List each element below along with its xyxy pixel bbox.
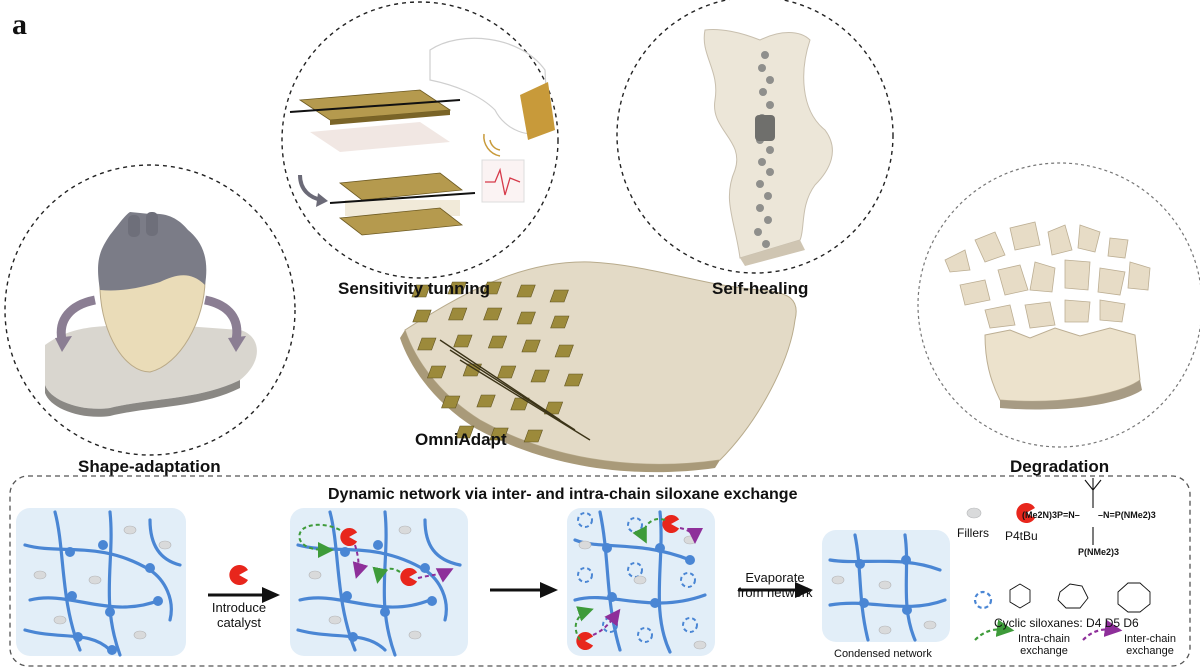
label-self-healing: Self-healing xyxy=(712,279,809,298)
legend-intra-chain: Intra-chain exchange xyxy=(1018,633,1070,657)
label-degradation: Degradation xyxy=(1010,457,1110,476)
network-condensed xyxy=(822,530,950,642)
omniadapt-device-illustration xyxy=(400,261,797,473)
mechanism-title: Dynamic network via inter- and intra-cha… xyxy=(328,486,798,503)
self-healing-illustration xyxy=(616,0,894,274)
formula-bottom: P(NMe2)3 xyxy=(1078,547,1120,557)
formula-right: –N=P(NMe2)3 xyxy=(1098,510,1156,520)
legend-catalyst-name: P4tBu xyxy=(1005,529,1038,543)
panel-letter: a xyxy=(12,8,27,41)
degradation-illustration xyxy=(917,162,1200,448)
formula-left: (Me2N)3P=N– xyxy=(1022,510,1080,520)
electrode-array xyxy=(411,281,584,443)
network-exchange xyxy=(567,508,715,656)
shape-adaptation-illustration xyxy=(4,164,296,456)
label-shape-adaptation: Shape-adaptation xyxy=(78,457,221,476)
legend-fillers: Fillers xyxy=(957,526,989,540)
network-initial xyxy=(16,508,186,657)
filler-legend-icon xyxy=(966,507,982,519)
label-sensitivity-tuning: Sensitivity tunning xyxy=(338,279,491,298)
mechanism-box xyxy=(9,475,1191,667)
intra-chain-legend-icon xyxy=(974,619,1015,641)
legend-inter-chain: Inter-chain exchange xyxy=(1124,633,1176,657)
step-introduce-catalyst: Introduce catalyst xyxy=(211,600,267,630)
label-omniadapt: OmniAdapt xyxy=(415,430,507,449)
inter-chain-legend-icon xyxy=(1082,619,1123,641)
legend xyxy=(966,478,1151,641)
step-evaporate: Evaporate from network xyxy=(737,570,813,600)
sensitivity-tuning-illustration xyxy=(281,1,559,279)
legend-cyclic-siloxanes: Cyclic siloxanes: D4 D5 D6 xyxy=(994,616,1139,630)
network-with-catalyst xyxy=(290,508,468,657)
cyclic-siloxane-legend-icon xyxy=(973,590,993,610)
label-condensed-network: Condensed network xyxy=(834,648,932,660)
introduce-catalyst-arrow xyxy=(208,565,280,603)
catalyst-icon xyxy=(229,565,248,585)
